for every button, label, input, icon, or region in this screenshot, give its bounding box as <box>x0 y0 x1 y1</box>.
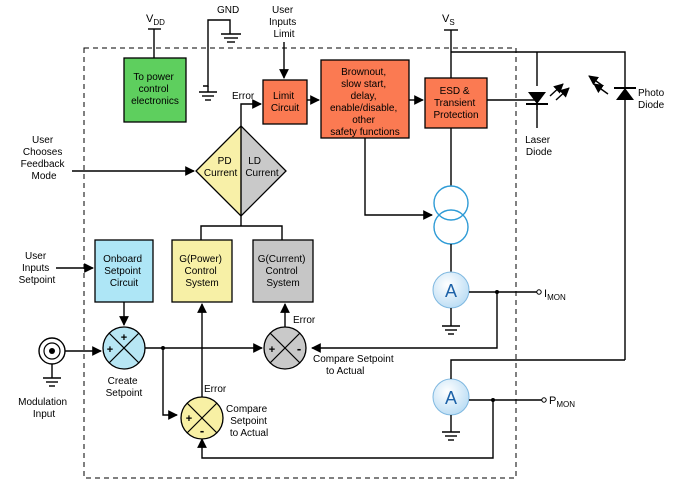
laser-diode-icon <box>526 83 570 128</box>
onboard-setpoint-label: Onboard Setpoint Circuit <box>103 254 145 289</box>
power-control-label: To power control electronics <box>131 72 179 107</box>
svg-text:+: + <box>269 344 275 356</box>
vdd-rail: VDD <box>146 13 165 58</box>
compare-power-summer: + - <box>180 396 224 440</box>
gcurrent-control-label: G(Current) Control System <box>258 254 309 289</box>
svg-text:User Inputs Setpoi: User Inputs Setpoint <box>19 251 56 286</box>
ammeter-top-icon: A <box>432 271 470 335</box>
esd-protection-label: ESD & Transient Protection <box>433 86 478 121</box>
svg-text:Error: Error <box>293 315 316 326</box>
gcurrent-control-block <box>252 239 314 303</box>
svg-text:Error: Error <box>204 384 227 395</box>
modulation-input-label: Modulation Input <box>18 397 70 420</box>
module-boundary <box>83 47 517 479</box>
feedback-mode-selector: PD Current LD Current <box>195 125 287 217</box>
svg-text:PMON: PMON <box>549 395 575 409</box>
svg-text:VDD: VDD <box>146 13 165 27</box>
gpower-control-block <box>171 239 233 303</box>
safety-functions-label: Brownout, slow start, delay, enable/disa… <box>330 67 400 138</box>
modulation-input-connector-icon <box>38 337 102 387</box>
svg-text:-: - <box>297 341 301 356</box>
svg-text:+: + <box>121 332 127 344</box>
limit-circuit-block <box>262 79 308 125</box>
svg-text:-: - <box>200 423 204 438</box>
svg-text:GND: GND <box>217 5 239 16</box>
photo-diode-icon <box>588 75 636 360</box>
error-label-bottom: Error <box>197 303 227 397</box>
svg-text:User Inputs Limit: User Inputs Limit <box>269 5 299 40</box>
laser-diode-label: Laser Diode <box>525 135 553 158</box>
compare-current-summer: + - <box>263 326 307 370</box>
svg-text:A: A <box>445 388 457 408</box>
svg-text:A: A <box>445 281 457 301</box>
svg-text:User Chooses Feedb: User Chooses Feedback Mode <box>21 135 68 182</box>
svg-text:Error: Error <box>232 91 255 102</box>
user-inputs-limit: User Inputs Limit <box>269 5 299 79</box>
limit-circuit-label: Limit Circuit <box>271 91 300 114</box>
photo-diode-label: Photo Diode <box>638 88 667 111</box>
vs-rail: VS <box>442 13 626 88</box>
esd-protection-block <box>424 77 488 129</box>
compare-right-label: Compare Setpoint to Actual <box>313 354 396 377</box>
error-label-top: Error <box>232 91 262 126</box>
user-inputs-setpoint: User Inputs Setpoint <box>19 251 94 286</box>
imon-output: IMON <box>311 288 566 353</box>
create-setpoint-label: Create Setpoint <box>106 376 143 399</box>
error-label-right: Error <box>280 303 316 327</box>
svg-text:VS: VS <box>442 13 455 27</box>
svg-text:IMON: IMON <box>544 288 566 302</box>
gnd-rail: GND <box>199 5 241 101</box>
pmon-output: PMON <box>197 395 575 459</box>
compare-bottom-label: Compare Setpoint to Actual <box>226 404 270 439</box>
current-source-icon <box>433 128 469 272</box>
power-control-block <box>123 57 187 123</box>
create-setpoint-summer: + + <box>102 326 146 370</box>
ammeter-bottom-icon: A <box>432 359 625 441</box>
gpower-control-label: G(Power) Control System <box>179 254 225 289</box>
svg-text:+: + <box>186 413 192 425</box>
user-chooses-mode: User Chooses Feedback Mode <box>21 135 195 182</box>
svg-text:PD Current LD: PD Current LD Current <box>204 156 279 179</box>
svg-text:+: + <box>107 344 113 356</box>
